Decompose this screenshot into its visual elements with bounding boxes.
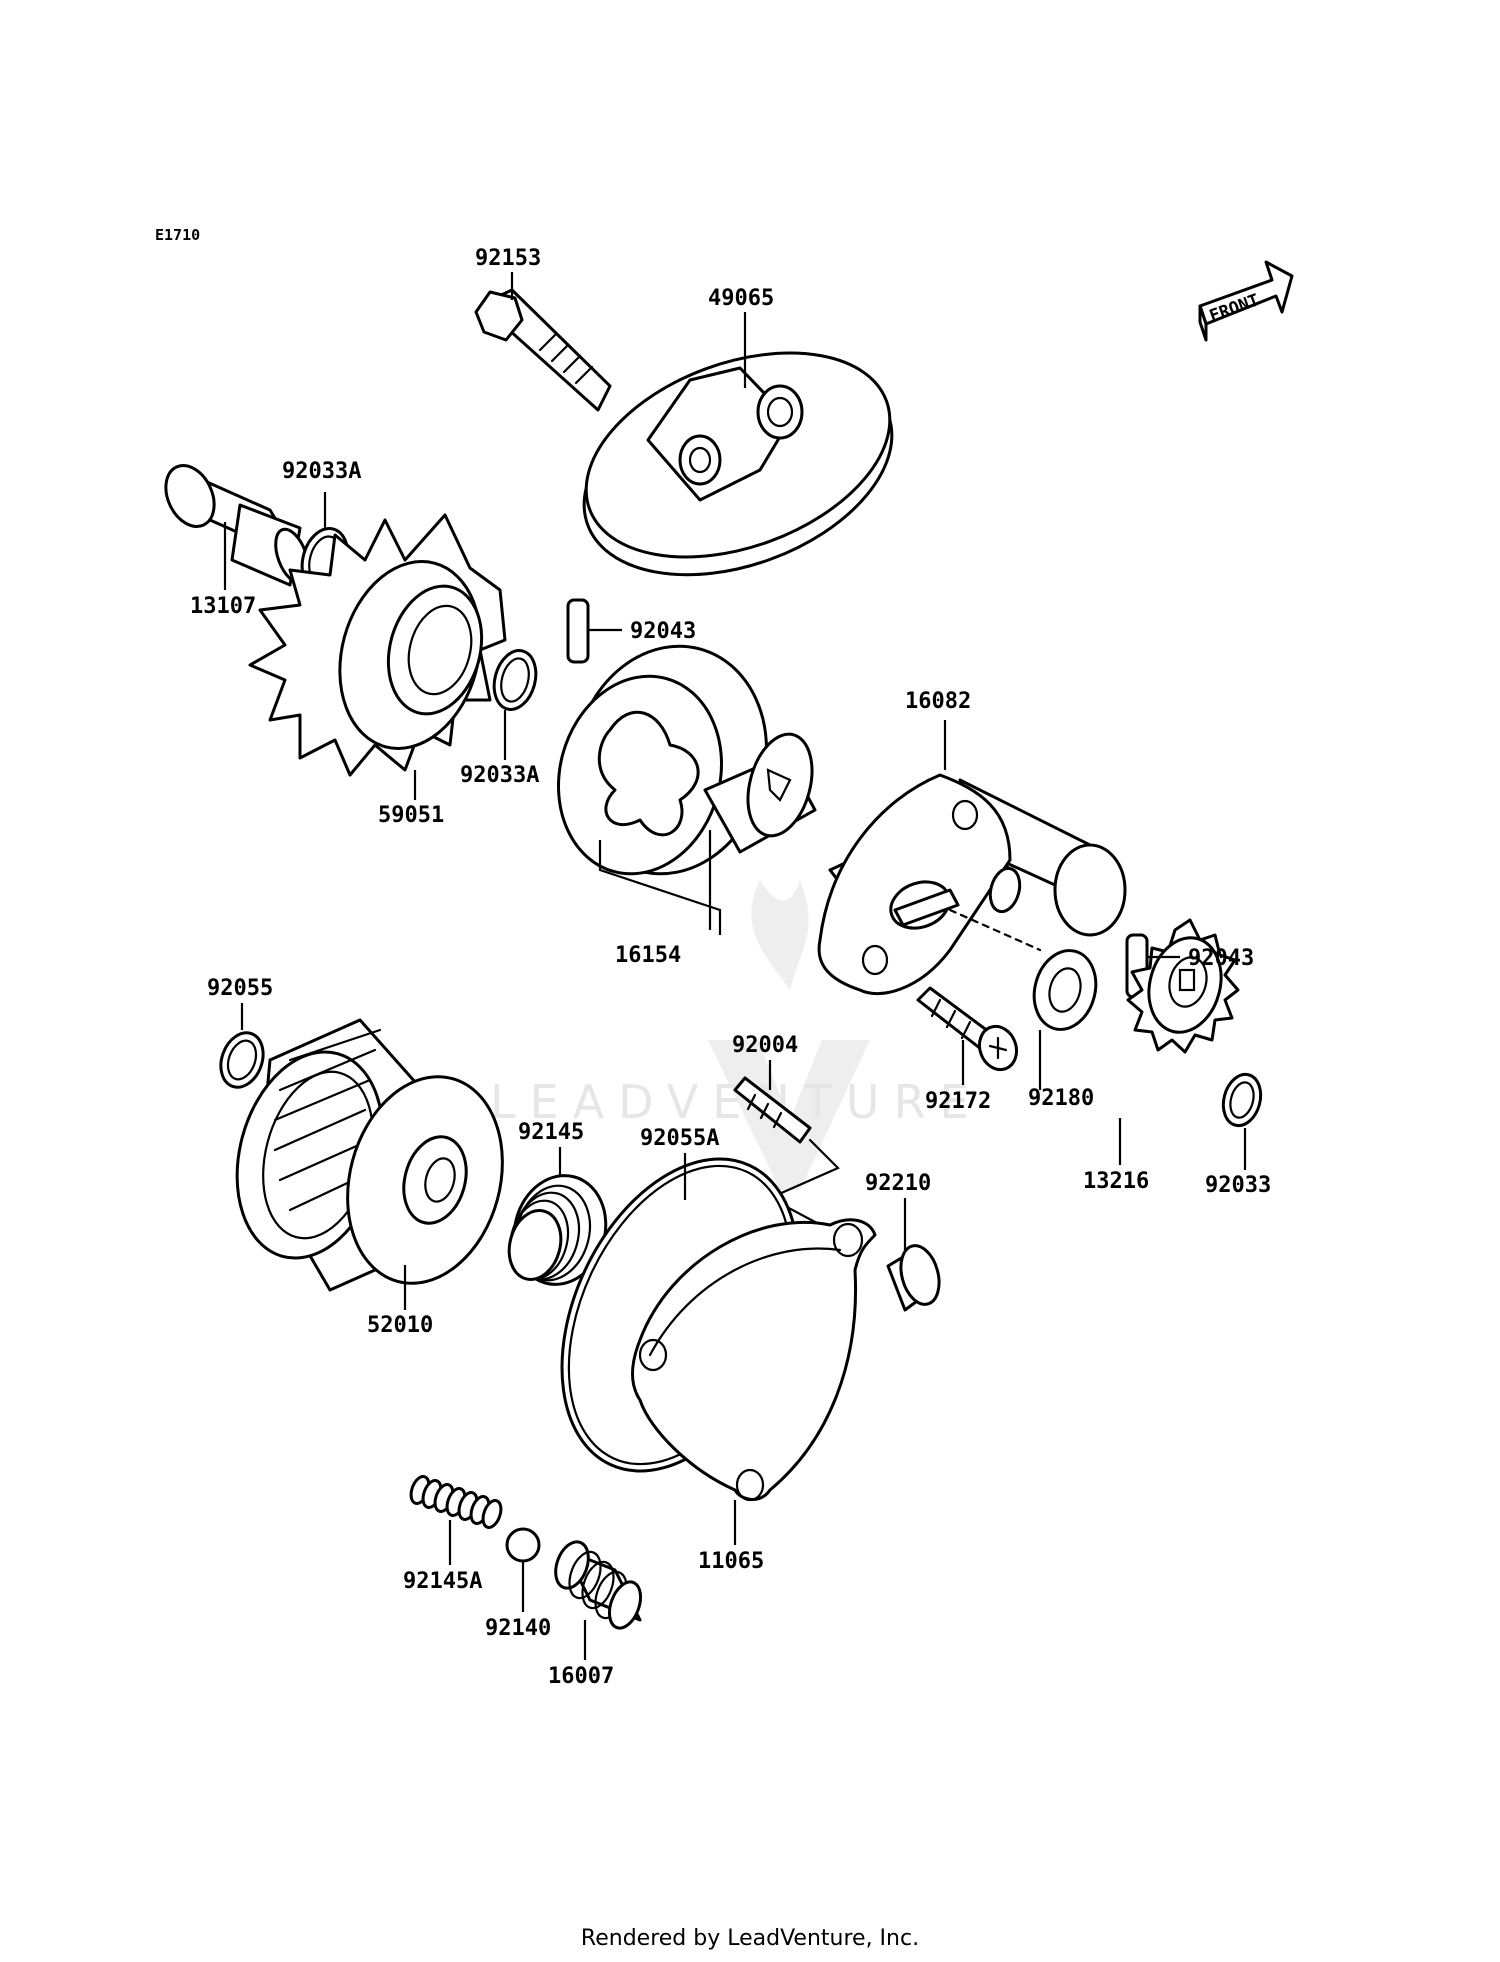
part-number-11065[interactable]: 11065 — [698, 1549, 764, 1574]
front-arrow-icon: FRONT — [1198, 260, 1294, 342]
spring-92145 — [507, 1174, 608, 1286]
part-number-92153[interactable]: 92153 — [475, 246, 541, 271]
part-number-92055[interactable]: 92055 — [207, 976, 273, 1001]
gear-13216 — [1126, 918, 1240, 1054]
o-ring-92055 — [219, 1031, 265, 1089]
part-number-92033[interactable]: 92033 — [1205, 1173, 1271, 1198]
part-number-92055A[interactable]: 92055A — [640, 1126, 719, 1151]
pump-body-16082 — [817, 773, 1127, 996]
cover-11065 — [631, 1218, 877, 1502]
shaft-13107 — [164, 464, 310, 587]
bolt-92153 — [474, 288, 612, 412]
part-number-52010[interactable]: 52010 — [367, 1313, 433, 1338]
valve-16007 — [554, 1540, 643, 1630]
rotor-set-16154 — [557, 644, 817, 876]
cap-nut-92210 — [886, 1244, 941, 1312]
spring-92145A — [409, 1475, 503, 1529]
gear-59051 — [248, 513, 507, 777]
watermark: LEADVENTURE — [490, 880, 983, 1190]
part-number-92043-top[interactable]: 92043 — [630, 619, 696, 644]
oil-filter-52010 — [235, 1018, 504, 1292]
stud-92004 — [733, 1076, 840, 1232]
part-number-92004[interactable]: 92004 — [732, 1033, 798, 1058]
part-number-92043-right[interactable]: 92043 — [1188, 946, 1254, 971]
washer-92180 — [1032, 949, 1098, 1031]
screw-92172 — [916, 986, 1019, 1072]
part-number-16007[interactable]: 16007 — [548, 1664, 614, 1689]
pin-92043-top — [566, 598, 590, 664]
part-number-13216[interactable]: 13216 — [1083, 1169, 1149, 1194]
part-number-92140[interactable]: 92140 — [485, 1616, 551, 1641]
part-number-49065[interactable]: 49065 — [708, 286, 774, 311]
leader-lines — [223, 272, 1247, 1660]
diagram-code: E1710 — [155, 226, 200, 244]
part-number-13107[interactable]: 13107 — [190, 594, 256, 619]
part-number-92172[interactable]: 92172 — [925, 1089, 991, 1114]
part-number-92033A-bottom[interactable]: 92033A — [460, 763, 539, 788]
part-number-92145A[interactable]: 92145A — [403, 1569, 482, 1594]
ball-92140 — [505, 1527, 541, 1563]
part-number-16154[interactable]: 16154 — [615, 943, 681, 968]
footer-credit: Rendered by LeadVenture, Inc. — [581, 1926, 919, 1951]
circlip-92033A-bottom — [492, 649, 538, 711]
part-number-92180[interactable]: 92180 — [1028, 1086, 1094, 1111]
part-number-92145[interactable]: 92145 — [518, 1120, 584, 1145]
part-number-92210[interactable]: 92210 — [865, 1171, 931, 1196]
part-number-59051[interactable]: 59051 — [378, 803, 444, 828]
cap-49065 — [582, 351, 894, 577]
watermark-text: LEADVENTURE — [490, 1075, 983, 1129]
circlip-92033 — [1221, 1072, 1263, 1128]
part-number-16082[interactable]: 16082 — [905, 689, 971, 714]
part-number-92033A-top[interactable]: 92033A — [282, 459, 361, 484]
